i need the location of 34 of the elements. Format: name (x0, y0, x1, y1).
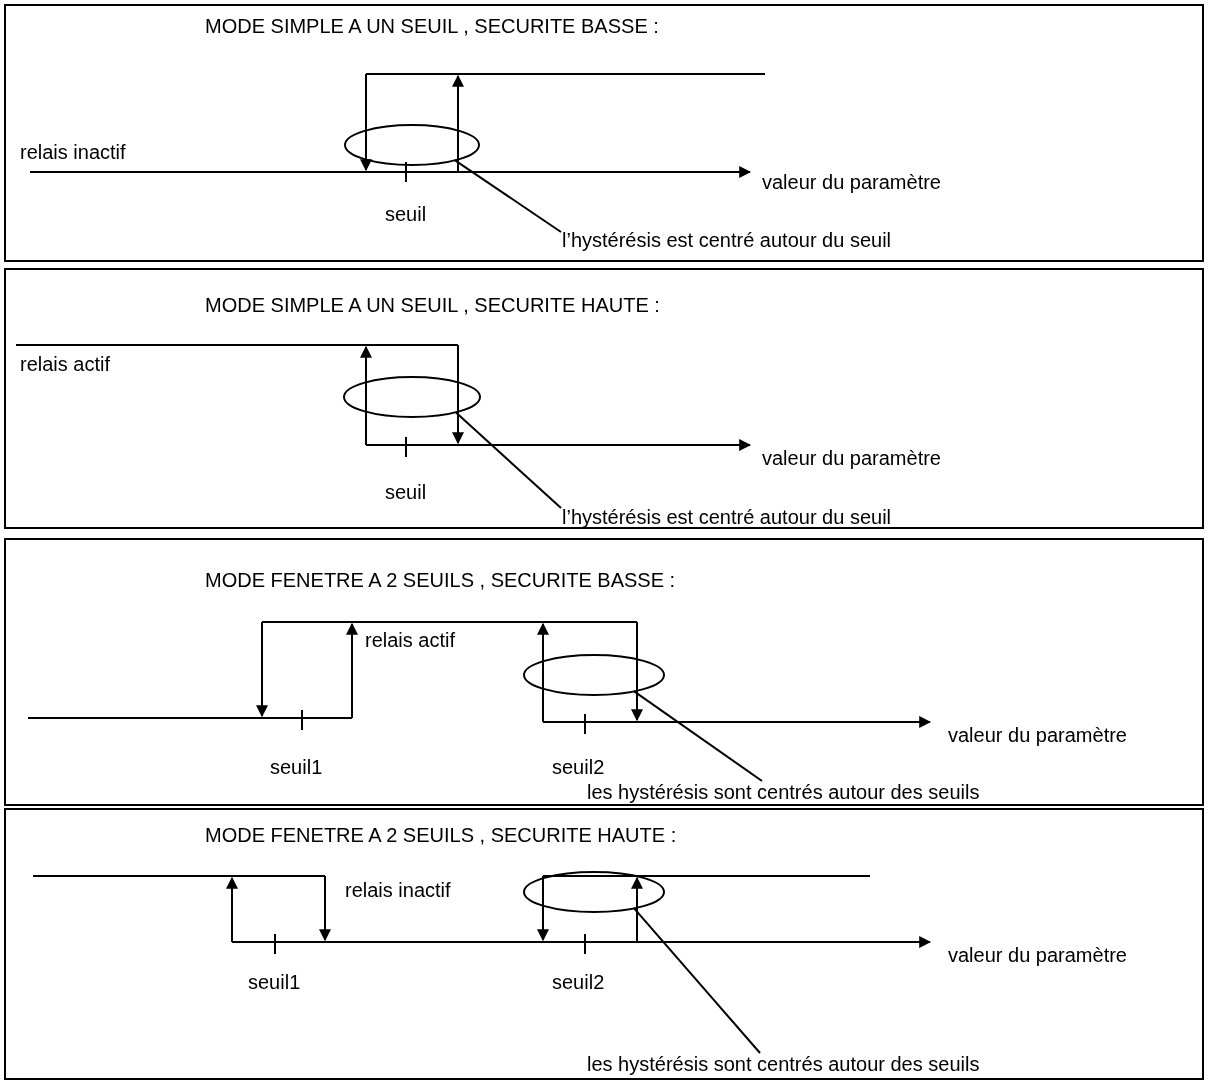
hysteresis-ellipse (343, 123, 481, 167)
hysteresis-ellipse (342, 375, 482, 419)
axis-label: valeur du paramètre (948, 943, 1127, 967)
axis-label: seuil (385, 480, 427, 504)
hysteresis-ellipse (522, 653, 666, 697)
callout-text: l’hystérésis est centré autour du seuil (562, 505, 892, 529)
axis-label: relais inactif (345, 878, 451, 902)
axis-label: seuil1 (248, 970, 301, 994)
leader-line (633, 907, 761, 1054)
panel-title: MODE FENETRE A 2 SEUILS , SECURITE BASSE : (205, 568, 676, 592)
axis-label: valeur du paramètre (948, 723, 1127, 747)
leader-line (454, 411, 562, 509)
axis-label: seuil1 (270, 755, 323, 779)
callout-text: les hystérésis sont centrés autour des seuils (587, 780, 980, 804)
axis-label: seuil2 (552, 970, 605, 994)
diagram-panel (4, 4, 1204, 262)
leader-line (633, 690, 763, 782)
axis-label: valeur du paramètre (762, 170, 941, 194)
axis-label: valeur du paramètre (762, 446, 941, 470)
axis-label: relais actif (365, 628, 456, 652)
leader-line (454, 159, 562, 233)
axis-label: relais inactif (20, 140, 126, 164)
callout-text: l’hystérésis est centré autour du seuil (562, 228, 892, 252)
axis-label: seuil2 (552, 755, 605, 779)
diagram-panel (4, 538, 1204, 806)
panel-title: MODE FENETRE A 2 SEUILS , SECURITE HAUTE : (205, 823, 677, 847)
diagram-panel (4, 268, 1204, 529)
callout-text: les hystérésis sont centrés autour des seuils (587, 1052, 980, 1076)
panel-title: MODE SIMPLE A UN SEUIL , SECURITE BASSE : (205, 14, 659, 38)
hysteresis-ellipse (522, 870, 666, 914)
panel-title: MODE SIMPLE A UN SEUIL , SECURITE HAUTE : (205, 293, 660, 317)
axis-label: relais actif (20, 352, 111, 376)
diagram-panel (4, 808, 1204, 1080)
axis-label: seuil (385, 202, 427, 226)
